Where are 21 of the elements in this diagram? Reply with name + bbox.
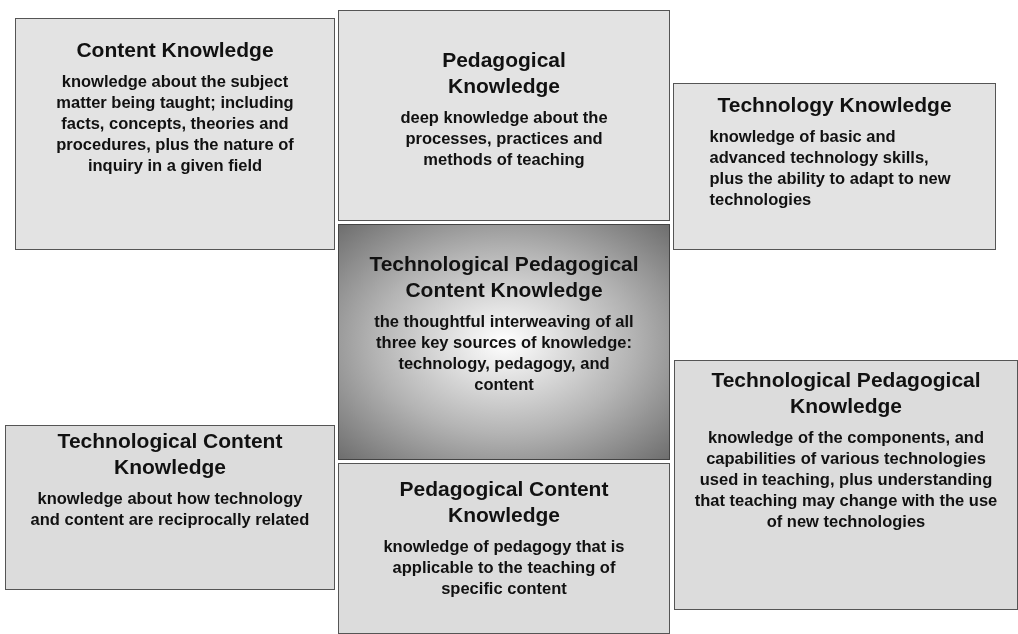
knowledge-box — [338, 10, 670, 221]
box-title: Content Knowledge — [75, 37, 275, 63]
box-title: Pedagogical Content Knowledge — [398, 476, 610, 528]
knowledge-box — [673, 83, 996, 250]
box-description: knowledge about the subject matter being taught; including facts, concepts, theories and procedures, plus the nature of inquiry in a given field — [55, 71, 295, 176]
central-knowledge-box — [338, 224, 670, 460]
box-title: Technological Pedagogical Content Knowledge — [368, 251, 640, 303]
box-description: knowledge about how technology and content are reciprocally related — [29, 488, 311, 530]
box-description: knowledge of pedagogy that is applicable to the teaching of specific content — [382, 536, 626, 599]
box-title: Technology Knowledge — [716, 92, 953, 118]
knowledge-box — [5, 425, 335, 590]
box-description: the thoughtful interweaving of all three key sources of knowledge: technology, pedagogy, and content — [373, 311, 635, 395]
box-title: Pedagogical Knowledge — [441, 47, 567, 99]
box-description: knowledge of the components, and capabilities of various technologies used in teaching, plus understanding that teaching may change with the use of new technologies — [693, 427, 999, 532]
knowledge-box — [15, 18, 335, 250]
knowledge-box — [338, 463, 670, 634]
box-title: Technological Content Knowledge — [56, 428, 284, 480]
box-title: Technological Pedagogical Knowledge — [710, 367, 982, 419]
knowledge-box — [674, 360, 1018, 610]
box-description: knowledge of basic and advanced technology skills, plus the ability to adapt to new technologies — [709, 126, 952, 210]
box-description: deep knowledge about the processes, practices and methods of teaching — [399, 107, 609, 170]
